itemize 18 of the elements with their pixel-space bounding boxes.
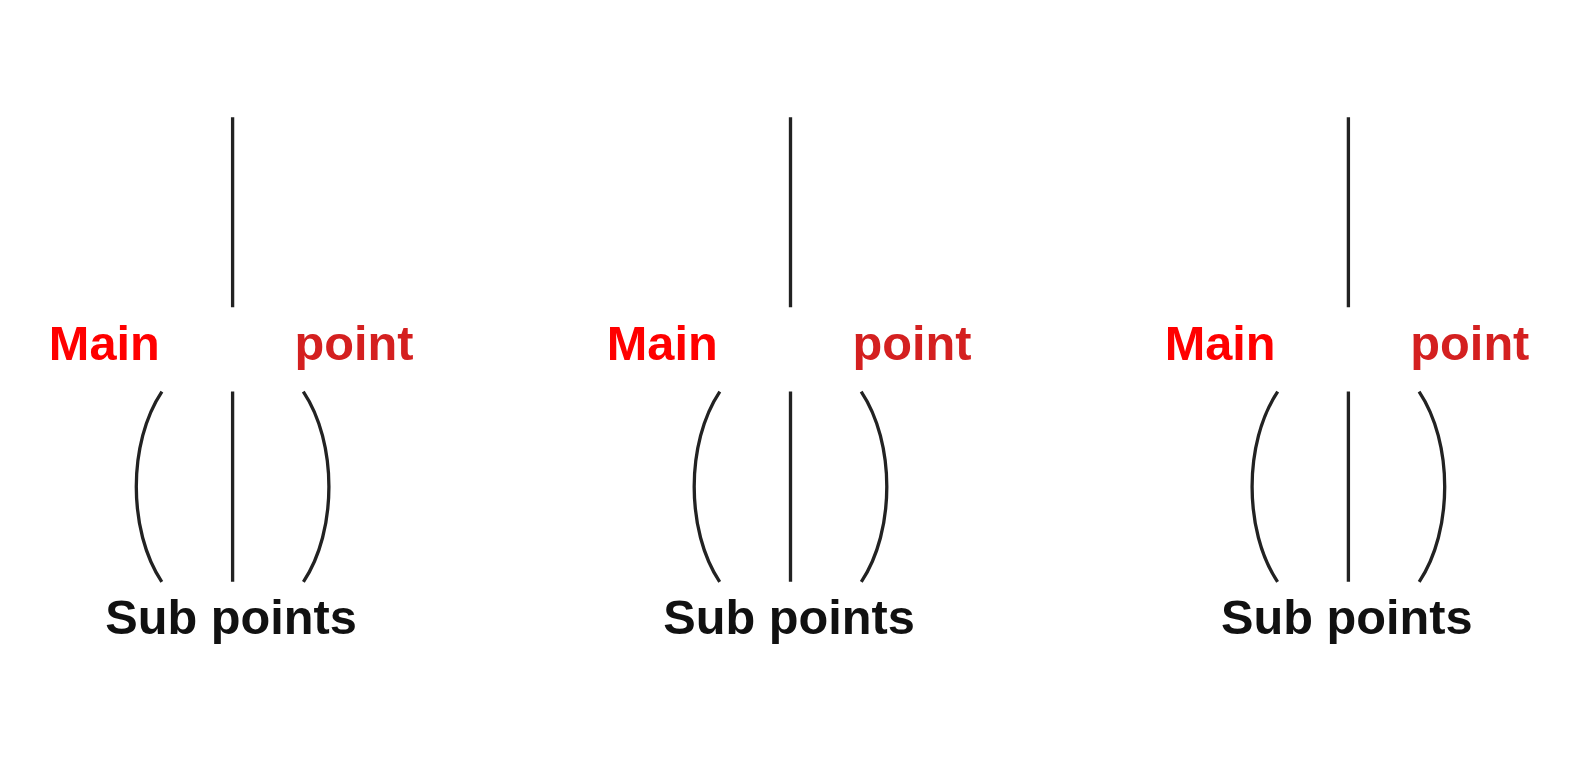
node-text: Main point xyxy=(48,315,414,370)
node-text: Main point xyxy=(1164,315,1529,370)
connector xyxy=(788,391,792,582)
connector xyxy=(230,391,234,582)
node-text: Sub points xyxy=(104,589,357,644)
connector xyxy=(230,116,234,307)
connector xyxy=(1346,391,1350,582)
connector xyxy=(692,390,721,583)
node-text: Sub points xyxy=(1220,589,1473,644)
connector xyxy=(1417,390,1446,583)
node-text: Main point xyxy=(606,315,971,370)
connector xyxy=(301,390,330,583)
node-text: Sub points xyxy=(662,589,915,644)
connector xyxy=(134,390,163,583)
connector xyxy=(1346,116,1350,307)
connector xyxy=(788,116,792,307)
connector xyxy=(859,390,888,583)
connector xyxy=(1250,390,1279,583)
